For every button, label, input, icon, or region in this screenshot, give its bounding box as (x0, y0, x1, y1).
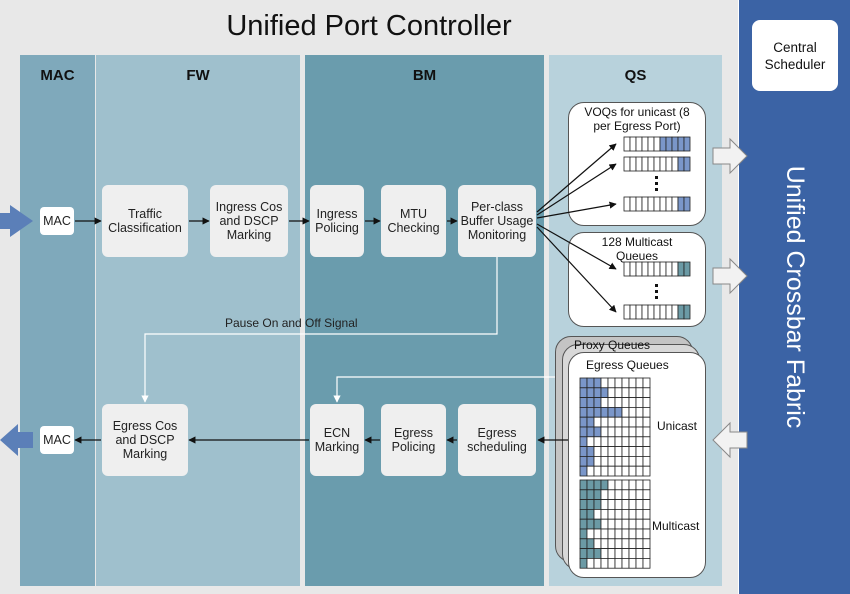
multicast-label: Multicast (652, 519, 700, 533)
traffic-classification-box: Traffic Classification (102, 185, 188, 257)
proxy-queues-title: Proxy Queues (574, 338, 651, 352)
mac-ingress-box: MAC (40, 207, 74, 235)
crossbar-fabric (739, 0, 850, 594)
egress-queues-title: Egress Queues (586, 358, 669, 372)
diagram-title: Unified Port Controller (226, 9, 512, 42)
mtu-checking-box: MTU Checking (381, 185, 446, 257)
egress-cos-dscp-box: Egress Cos and DSCP Marking (102, 404, 188, 476)
bm-column-header: BM (412, 66, 437, 84)
ingress-cos-dscp-box: Ingress Cos and DSCP Marking (210, 185, 288, 257)
egress-policing-box: Egress Policing (381, 404, 446, 476)
central-scheduler-box: Central Scheduler (752, 20, 838, 91)
unicast-label: Unicast (657, 419, 698, 433)
ingress-policing-box: Ingress Policing (310, 185, 364, 257)
egress-queues-panel (568, 352, 706, 578)
egress-scheduling-box: Egress scheduling (458, 404, 536, 476)
fw-column-header: FW (186, 66, 210, 84)
qs-column-header: QS (624, 66, 647, 84)
multicast-queues-title: 128 Multicast Queues (601, 235, 673, 263)
per-class-buffer-box: Per-class Buffer Usage Monitoring (458, 185, 536, 257)
voq-panel-title: VOQs for unicast (8 per Egress Port) (584, 105, 690, 133)
mac-egress-box: MAC (40, 426, 74, 454)
mac-column-header: MAC (40, 66, 75, 84)
mac-column (20, 55, 95, 586)
pause-signal-label: Pause On and Off Signal (225, 316, 358, 330)
ecn-marking-box: ECN Marking (310, 404, 364, 476)
fabric-label: Unified Crossbar Fabric (781, 165, 810, 429)
